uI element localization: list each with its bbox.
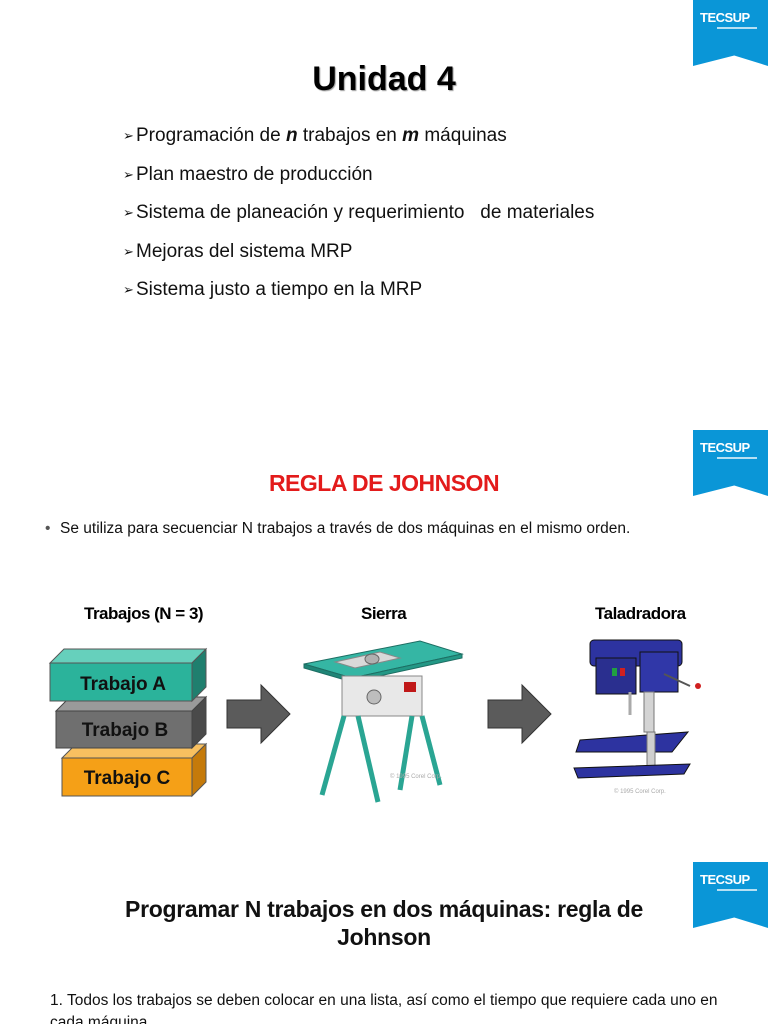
jobs-label: Trabajos (N = 3) [84,604,204,623]
arrowhead-bullet-icon: ➢ [123,282,134,297]
list-item: ➢Plan maestro de producción [123,156,594,195]
description-bullet: • Se utiliza para secuenciar N trabajos … [45,517,680,540]
tecsup-logo: TECSUP [693,862,768,928]
job-block-b: Trabajo B [54,695,208,750]
list-item: ➢Programación de n trabajos en m máquina… [123,117,594,156]
drill-label: Taladradora [595,604,686,623]
list-item: ➢Mejoras del sistema MRP [123,233,594,272]
job-label-b: Trabajo B [82,720,169,741]
table-saw-icon [303,640,464,803]
drill-copyright: © 1995 Corel Corp. [614,788,666,795]
bullet-dot-icon: • [45,520,51,537]
job-block-c: Trabajo C [60,742,208,798]
list-item: ➢Sistema de planeación y requerimiento d… [123,194,594,233]
johnson-diagram: Trabajo C Trabajo B Trabajo A [48,639,701,803]
list-item: ➢Sistema justo a tiempo en la MRP [123,271,594,310]
saw-copyright: © 1995 Corel Corp. [390,773,442,780]
slide-title: REGLA DE JOHNSON [268,470,500,496]
job-label-a: Trabajo A [80,674,166,695]
arrowhead-bullet-icon: ➢ [123,166,134,182]
arrowhead-bullet-icon: ➢ [123,205,134,220]
slide-regla-de-johnson: TECSUP REGLA DE JOHNSON • Se utiliza par… [0,430,768,830]
tecsup-logo-text: TECSUP [700,10,750,25]
saw-label: Sierra [361,604,407,623]
tecsup-logo: TECSUP [693,0,768,66]
job-label-c: Trabajo C [84,768,171,789]
drill-press-icon [573,639,701,779]
right-arrow-icon [226,683,291,745]
topic-list: ➢Programación de n trabajos en m máquina… [123,117,594,310]
step-1-text: 1. Todos los trabajos se deben colocar e… [50,992,718,1024]
tecsup-logo-text: TECSUP [700,440,750,455]
slide-title: Programar N trabajos en dos máquinas: re… [125,896,643,950]
tecsup-logo: TECSUP [693,430,768,496]
arrowhead-bullet-icon: ➢ [123,128,134,143]
job-block-a: Trabajo A [48,647,208,703]
tecsup-logo-text: TECSUP [700,872,750,887]
arrowhead-bullet-icon: ➢ [123,243,134,259]
right-arrow-icon [487,683,552,745]
slide-unidad-4: TECSUP Unidad 4 ➢Programación de n traba… [0,0,768,400]
slide-programar-n-trabajos: TECSUP Programar N trabajos en dos máqui… [0,862,768,1024]
slide-title: Unidad 4 [312,60,456,98]
